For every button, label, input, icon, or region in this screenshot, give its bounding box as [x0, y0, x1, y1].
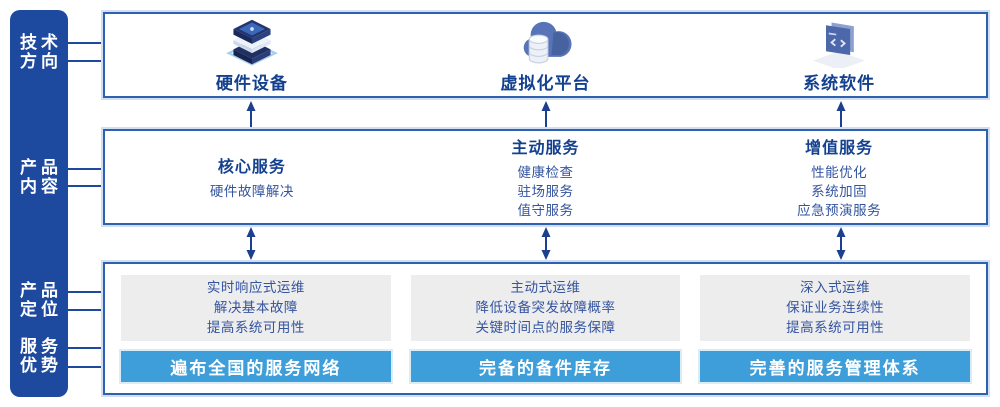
- positioning-line: 提高系统可用性: [786, 320, 885, 335]
- server-stack-icon: [222, 16, 282, 68]
- positioning-line: 保证业务连续性: [786, 300, 885, 315]
- svc-item: 硬件故障解决: [209, 184, 294, 199]
- tech-label: 硬件设备: [215, 74, 288, 93]
- pos-col-proactive: 主动式运维 降低设备突发故障概率 关键时间点的服务保障 完备的备件库存: [410, 275, 681, 382]
- up-arrow-icon: [541, 101, 550, 127]
- connector-line: [66, 291, 105, 293]
- tech-direction-panel: 硬件设备 虚拟化平台: [103, 12, 988, 98]
- rail-label-tech-direction: 技术方向: [20, 33, 62, 71]
- svc-item: 驻场服务: [517, 184, 574, 199]
- advantage-bar: 完善的服务管理体系: [700, 351, 971, 382]
- positioning-line: 深入式运维: [800, 280, 871, 295]
- rail-label-product-content: 产品内容: [20, 158, 62, 196]
- svc-col-value-added: 增值服务 性能优化 系统加固 应急预演服务: [692, 131, 986, 223]
- pos-col-realtime: 实时响应式运维 解决基本故障 提高系统可用性 遍布全国的服务网络: [121, 275, 391, 382]
- positioning-line: 实时响应式运维: [206, 280, 305, 295]
- svc-item: 系统加固: [811, 184, 868, 199]
- connector-line: [66, 366, 105, 368]
- software-window-icon: [809, 16, 869, 68]
- connector-line: [66, 168, 105, 170]
- svc-item: 健康检查: [517, 165, 574, 180]
- double-arrow-icon: [836, 227, 845, 260]
- connector-line: [66, 185, 105, 187]
- tech-label: 系统软件: [803, 74, 876, 93]
- connector-line: [66, 309, 105, 311]
- up-arrow-icon: [836, 101, 845, 127]
- positioning-panel: 深入式运维 保证业务连续性 提高系统可用性: [700, 275, 971, 341]
- arrow-row-upper: [103, 101, 988, 127]
- rail-label-product-positioning: 产品定位: [20, 281, 62, 319]
- advantage-bar: 遍布全国的服务网络: [121, 351, 391, 382]
- svc-title: 核心服务: [217, 159, 286, 176]
- tech-col-virtualization: 虚拟化平台: [399, 14, 693, 96]
- positioning-line: 降低设备突发故障概率: [475, 300, 616, 315]
- cloud-database-icon: [516, 16, 576, 68]
- positioning-panel: 实时响应式运维 解决基本故障 提高系统可用性: [121, 275, 391, 341]
- connector-line: [66, 42, 105, 44]
- positioning-line: 关键时间点的服务保障: [475, 320, 616, 335]
- connector-line: [66, 347, 105, 349]
- svc-item: 值守服务: [517, 203, 574, 218]
- up-arrow-icon: [246, 101, 255, 127]
- tech-col-hardware: 硬件设备: [105, 14, 399, 96]
- positioning-panel: 主动式运维 降低设备突发故障概率 关键时间点的服务保障: [410, 275, 681, 341]
- product-content-panel: 核心服务 硬件故障解决 主动服务 健康检查 驻场服务 值守服务 增值服务 性能优…: [103, 129, 988, 225]
- double-arrow-icon: [541, 227, 550, 260]
- svc-col-proactive: 主动服务 健康检查 驻场服务 值守服务: [399, 131, 693, 223]
- tech-col-system-software: 系统软件: [692, 14, 986, 96]
- svc-title: 增值服务: [805, 140, 874, 157]
- svc-col-core: 核心服务 硬件故障解决: [105, 131, 399, 223]
- svc-title: 主动服务: [511, 140, 580, 157]
- svc-item: 应急预演服务: [797, 203, 882, 218]
- positioning-advantage-panel: 实时响应式运维 解决基本故障 提高系统可用性 遍布全国的服务网络 主动式运维 降…: [103, 262, 988, 395]
- arrow-row-lower: [103, 227, 988, 260]
- svc-item: 性能优化: [811, 165, 868, 180]
- positioning-line: 解决基本故障: [213, 300, 298, 315]
- advantage-bar: 完备的备件库存: [410, 351, 681, 382]
- tech-label: 虚拟化平台: [500, 74, 591, 93]
- rail-label-service-advantage: 服务优势: [20, 337, 62, 375]
- pos-col-deep: 深入式运维 保证业务连续性 提高系统可用性 完善的服务管理体系: [700, 275, 971, 382]
- connector-line: [66, 60, 105, 62]
- positioning-line: 提高系统可用性: [206, 320, 305, 335]
- double-arrow-icon: [246, 227, 255, 260]
- category-rail: 技术方向 产品内容 产品定位 服务优势: [10, 10, 68, 397]
- positioning-line: 主动式运维: [510, 280, 581, 295]
